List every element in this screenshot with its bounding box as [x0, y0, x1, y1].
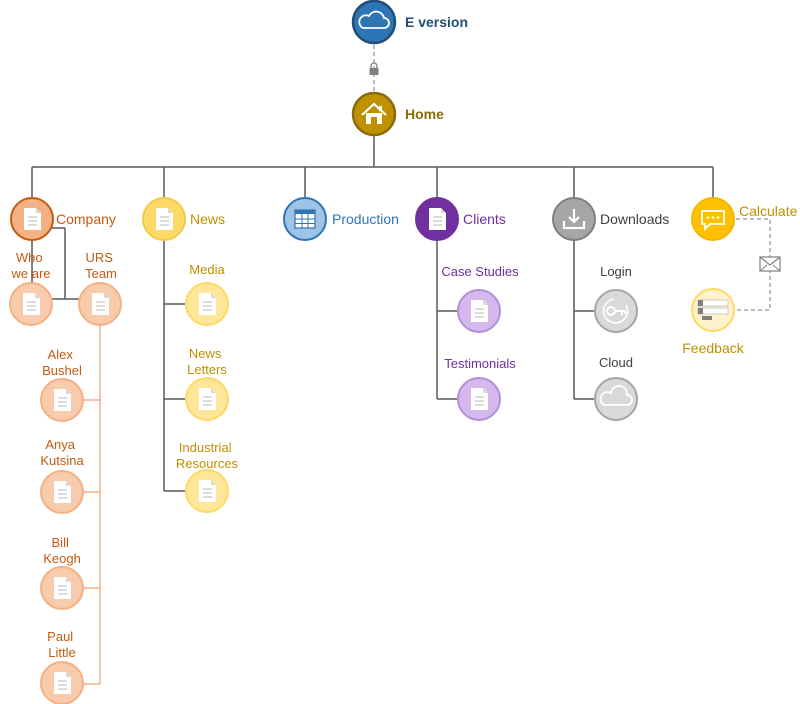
node-who-we-are[interactable]: Who we are — [9, 250, 53, 326]
document-icon — [470, 299, 489, 323]
node-label: Company — [56, 211, 116, 227]
cloud-icon — [599, 385, 633, 406]
home-icon — [361, 102, 387, 124]
node-label: Media — [189, 262, 225, 277]
node-login[interactable]: Login — [594, 264, 638, 333]
node-alex-bushel[interactable]: Alex Bushel — [40, 347, 84, 422]
download-icon — [562, 209, 586, 230]
node-clients[interactable]: Clients — [415, 197, 506, 241]
node-label: Feedback — [682, 340, 744, 356]
dashed-connectors — [373, 45, 771, 311]
node-label: Alex Bushel — [42, 347, 82, 378]
document-icon — [198, 387, 217, 411]
node-label: Downloads — [600, 211, 669, 227]
node-label: Production — [332, 211, 399, 227]
document-icon — [53, 671, 72, 695]
node-cloud[interactable]: Cloud — [594, 355, 638, 421]
node-e-version[interactable]: E version — [351, 0, 468, 45]
node-bill-keogh[interactable]: Bill Keogh — [40, 535, 84, 610]
node-label: News — [190, 211, 225, 227]
lock-icon — [369, 62, 379, 75]
node-label: Industrial Resources — [176, 440, 239, 471]
node-anya-kutsina[interactable]: Anya Kutsina — [40, 437, 84, 514]
document-icon — [428, 207, 447, 231]
node-label: Testimonials — [444, 356, 516, 371]
node-label: Calculate — [739, 203, 798, 219]
key-icon — [602, 298, 629, 324]
connector-urs-members — [84, 321, 101, 685]
envelope-icon — [759, 256, 781, 272]
node-company[interactable]: Company — [10, 197, 116, 241]
document-icon — [53, 480, 72, 504]
document-icon — [198, 479, 217, 503]
document-icon — [155, 207, 174, 231]
node-label: Home — [405, 106, 444, 122]
document-icon — [470, 387, 489, 411]
node-industrial-resources[interactable]: Industrial Resources — [176, 440, 239, 513]
node-case-studies[interactable]: Case Studies — [441, 264, 519, 333]
node-testimonials[interactable]: Testimonials — [444, 356, 516, 421]
node-news-letters[interactable]: News Letters — [185, 346, 229, 421]
table-icon — [294, 209, 316, 229]
connector-lines — [31, 136, 714, 492]
form-icon — [697, 299, 729, 320]
node-feedback[interactable]: Feedback — [682, 288, 745, 356]
node-news[interactable]: News — [142, 197, 225, 241]
node-label: Case Studies — [441, 264, 519, 279]
node-calculate[interactable]: Calculate — [691, 197, 798, 241]
document-icon — [23, 207, 42, 231]
node-label: Paul Little — [47, 629, 77, 660]
node-label: Bill Keogh — [43, 535, 81, 566]
node-label: Login — [600, 264, 632, 279]
node-label: News Letters — [187, 346, 227, 377]
node-downloads[interactable]: Downloads — [552, 197, 669, 241]
node-label: Who we are — [10, 250, 50, 281]
document-icon — [53, 388, 72, 412]
document-icon — [198, 292, 217, 316]
node-label: Anya Kutsina — [40, 437, 84, 468]
node-label: URS Team — [85, 250, 117, 281]
document-icon — [53, 576, 72, 600]
node-home[interactable]: Home — [351, 91, 444, 137]
node-label: Clients — [463, 211, 506, 227]
chat-icon — [701, 210, 725, 232]
document-icon — [22, 292, 41, 316]
node-paul-little[interactable]: Paul Little — [40, 629, 84, 704]
node-urs-team[interactable]: URS Team — [78, 250, 122, 326]
cloud-icon — [358, 10, 390, 29]
node-production[interactable]: Production — [283, 197, 399, 241]
node-label: E version — [405, 14, 468, 30]
node-label: Cloud — [599, 355, 633, 370]
node-media[interactable]: Media — [185, 262, 229, 326]
document-icon — [91, 292, 110, 316]
